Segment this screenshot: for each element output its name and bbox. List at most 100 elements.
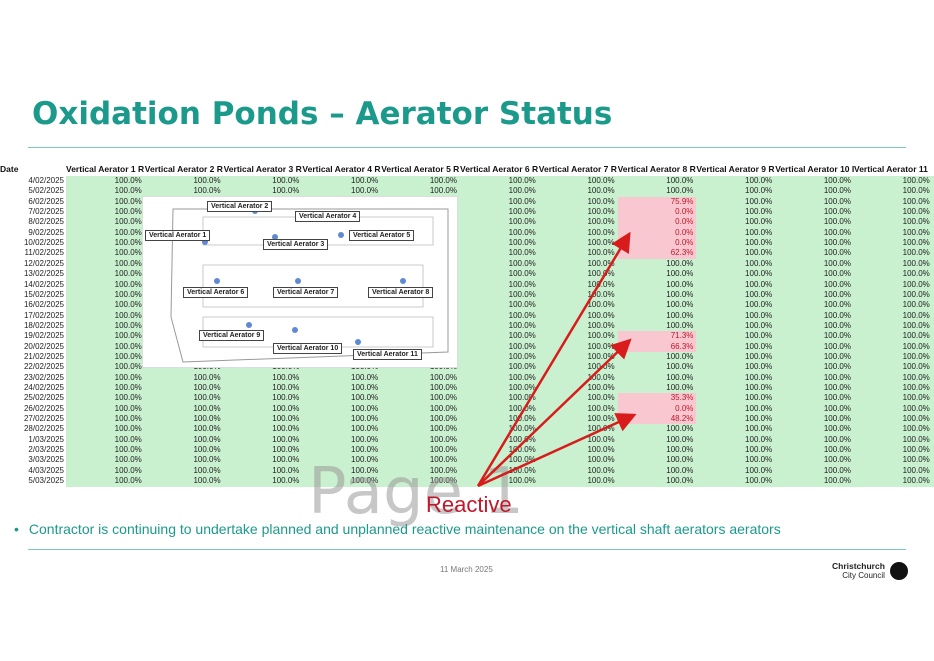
table-value-cell: 100.0%: [429, 383, 457, 392]
table-value-cell: 100.0%: [823, 289, 851, 299]
table-value-cell: 100.0%: [823, 310, 851, 320]
table-header-aerator-3: Vertical Aerator 3 R: [223, 164, 302, 174]
table-value-cell: 100.0%: [745, 393, 773, 403]
map-label-aerator-9: Vertical Aerator 9: [199, 330, 265, 341]
table-value-cell: 100.0%: [114, 403, 142, 413]
table-value-cell: 100.0%: [508, 341, 536, 351]
table-value-cell: 100.0%: [666, 320, 694, 330]
table-value-cell: 100.0%: [429, 176, 457, 185]
table-value-cell: 100.0%: [272, 414, 300, 424]
table-value-cell: 100.0%: [745, 465, 773, 475]
table-value-cell: 100.0%: [823, 196, 851, 206]
table-value-cell: 100.0%: [902, 248, 930, 258]
table-value-cell: 100.0%: [508, 300, 536, 310]
table-value-cell: 100.0%: [902, 279, 930, 289]
table-date-cell: 11/02/2025: [24, 248, 64, 258]
table-value-cell: 100.0%: [114, 476, 142, 486]
table-value-cell: 100.0%: [272, 186, 300, 196]
table-value-cell: 100.0%: [508, 207, 536, 217]
table-header-aerator-8: Vertical Aerator 8 R: [617, 164, 696, 174]
table-value-cell: 100.0%: [114, 445, 142, 455]
table-header-aerator-9: Vertical Aerator 9 R: [696, 164, 775, 174]
table-value-cell: 100.0%: [902, 383, 930, 392]
table-value-cell: 100.0%: [508, 372, 536, 382]
table-value-cell: 100.0%: [666, 476, 694, 486]
table-date-cell: 19/02/2025: [23, 331, 64, 341]
table-value-cell: 100.0%: [823, 372, 851, 382]
table-value-cell: 100.0%: [429, 445, 457, 455]
table-value-cell: 100.0%: [429, 414, 457, 424]
table-value-cell: 100.0%: [193, 476, 221, 486]
table-value-cell: 100.0%: [193, 414, 221, 424]
table-value-cell: 100.0%: [114, 279, 142, 289]
table-value-cell: 100.0%: [508, 289, 536, 299]
table-value-cell: 100.0%: [193, 372, 221, 382]
table-value-cell: 100.0%: [666, 362, 694, 372]
table-value-cell: 100.0%: [666, 465, 694, 475]
table-value-cell: 100.0%: [745, 341, 773, 351]
table-value-cell: 100.0%: [114, 248, 142, 258]
table-value-cell: 100.0%: [666, 310, 694, 320]
table-value-cell: 100.0%: [351, 372, 379, 382]
table-value-cell: 100.0%: [587, 300, 615, 310]
table-value-cell: 100.0%: [902, 465, 930, 475]
table-value-cell: 100.0%: [745, 207, 773, 217]
table-value-cell: 100.0%: [508, 279, 536, 289]
table-value-cell: 100.0%: [429, 372, 457, 382]
table-value-cell: 100.0%: [114, 414, 142, 424]
table-value-cell: 100.0%: [587, 465, 615, 475]
table-value-cell: 75.9%: [617, 196, 697, 207]
table-value-cell: 100.0%: [823, 258, 851, 268]
table-value-cell: 100.0%: [272, 465, 300, 475]
table-value-cell: 100.0%: [823, 269, 851, 279]
table-value-cell: 100.0%: [823, 414, 851, 424]
table-value-cell: 100.0%: [508, 258, 536, 268]
table-value-cell: 100.0%: [351, 445, 379, 455]
table-value-cell: 100.0%: [902, 269, 930, 279]
table-value-cell: 100.0%: [902, 207, 930, 217]
table-value-cell: 100.0%: [429, 403, 457, 413]
table-date-cell: 18/02/2025: [23, 320, 64, 330]
table-value-cell: 100.0%: [823, 476, 851, 486]
table-value-cell: 100.0%: [587, 248, 615, 258]
table-value-cell: 100.0%: [902, 372, 930, 382]
council-logo: Christchurch City Council: [832, 562, 885, 581]
table-value-cell: 100.0%: [114, 310, 142, 320]
table-date-cell: 9/02/2025: [28, 227, 64, 237]
table-value-cell: 100.0%: [823, 320, 851, 330]
table-value-cell: 100.0%: [429, 455, 457, 465]
table-value-cell: 100.0%: [114, 196, 142, 206]
table-value-cell: 0.0%: [617, 217, 697, 228]
table-value-cell: 100.0%: [272, 434, 300, 444]
table-value-cell: 100.0%: [666, 186, 694, 196]
table-value-cell: 71.3%: [617, 331, 697, 342]
table-value-cell: 100.0%: [351, 383, 379, 392]
map-label-aerator-5: Vertical Aerator 5: [349, 230, 415, 241]
table-value-cell: 100.0%: [666, 351, 694, 361]
table-date-cell: 21/02/2025: [23, 351, 64, 361]
table-value-cell: 100.0%: [902, 227, 930, 237]
table-value-cell: 100.0%: [429, 476, 457, 486]
table-value-cell: 100.0%: [508, 414, 536, 424]
table-value-cell: 100.0%: [114, 351, 142, 361]
arrow-to-feb-25-27: [477, 413, 637, 488]
table-value-cell: 100.0%: [114, 372, 142, 382]
table-value-cell: 100.0%: [587, 176, 615, 185]
table-value-cell: 100.0%: [587, 341, 615, 351]
table-value-cell: 100.0%: [902, 414, 930, 424]
table-date-cell: 25/02/2025: [23, 393, 64, 403]
bullet-point: •Contractor is continuing to undertake p…: [14, 521, 781, 537]
table-header-aerator-11: Vertical Aerator 11: [854, 164, 928, 174]
table-value-cell: 100.0%: [351, 414, 379, 424]
table-value-cell: 100.0%: [508, 424, 536, 434]
table-value-cell: 100.0%: [666, 176, 694, 185]
table-value-cell: 100.0%: [508, 351, 536, 361]
table-value-cell: 100.0%: [745, 196, 773, 206]
table-header-aerator-6: Vertical Aerator 6 R: [460, 164, 539, 174]
table-value-cell: 100.0%: [823, 341, 851, 351]
logo-line-2: City Council: [842, 571, 885, 580]
table-value-cell: 100.0%: [666, 279, 694, 289]
table-value-cell: 100.0%: [745, 320, 773, 330]
table-value-cell: 100.0%: [508, 331, 536, 341]
table-value-cell: 100.0%: [823, 238, 851, 248]
